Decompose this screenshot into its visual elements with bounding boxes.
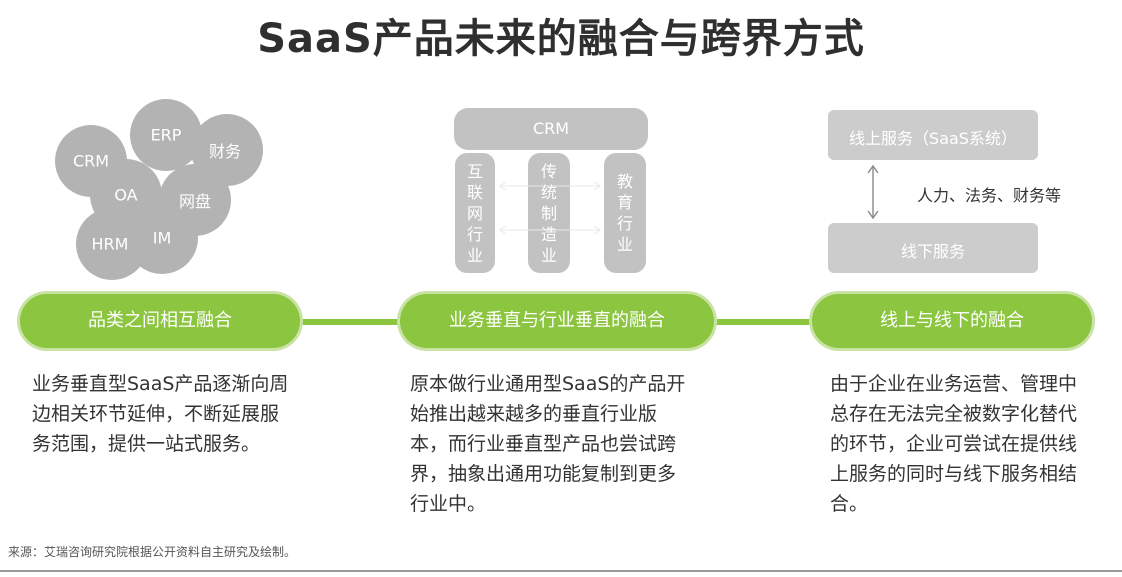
- pill-online-offline-fusion: 线上与线下的融合: [812, 294, 1092, 348]
- offline-service-box: [828, 223, 1038, 273]
- description-category-fusion: 业务垂直型SaaS产品逐渐向周边相关环节延伸，不断延展服务范围，提供一站式服务。: [32, 373, 289, 455]
- crm-top-box-label: CRM: [532, 119, 570, 138]
- description-vertical-fusion: 原本做行业通用型SaaS的产品开始推出越来越多的垂直行业版本，而行业垂直型产品也…: [410, 373, 686, 515]
- circle-label-hrm: HRM: [91, 234, 129, 254]
- pill-online-offline-fusion-label: 线上与线下的融合: [880, 310, 1024, 331]
- column-education: [604, 153, 646, 273]
- page-title: SaaS产品未来的融合与跨界方式: [257, 16, 865, 62]
- offline-service-label: 线下服务: [900, 242, 965, 261]
- pill-category-fusion-label: 品类之间相互融合: [88, 310, 232, 331]
- column-manufacturing: [528, 153, 570, 273]
- bidirectional-arrow: [867, 164, 879, 220]
- column-manufacturing-label: 传统制造业: [540, 162, 557, 265]
- online-service-label: 线上服务（SaaS系统）: [849, 129, 1017, 148]
- pill-vertical-fusion-label: 业务垂直与行业垂直的融合: [449, 310, 665, 331]
- crm-top-box: [454, 108, 648, 150]
- pill-category-fusion: 品类之间相互融合: [20, 294, 300, 348]
- footer-rule: [0, 570, 1122, 572]
- description-online-offline-fusion: 由于企业在业务运营、管理中总存在无法完全被数字化替代的环节，企业可尝试在提供线上…: [830, 373, 1078, 515]
- column-education-label: 教育行业: [616, 172, 633, 254]
- circle-erp: [130, 99, 202, 171]
- circle-label-crm: CRM: [72, 151, 110, 171]
- circle-label-finance: 财务: [208, 142, 242, 161]
- link-label: 人力、法务、财务等: [917, 186, 1062, 205]
- source-note: 来源：艾瑞咨询研究院根据公开资料自主研究及绘制。: [8, 545, 297, 559]
- circle-im: [126, 202, 198, 274]
- column-internet: [455, 153, 495, 273]
- circle-label-oa: OA: [114, 185, 138, 205]
- circle-label-netdisk: 网盘: [178, 192, 212, 211]
- column-internet-label: 互联网行业: [466, 162, 483, 265]
- online-service-box: [828, 110, 1038, 160]
- pill-vertical-fusion: 业务垂直与行业垂直的融合: [400, 294, 714, 348]
- circle-label-im: IM: [152, 228, 172, 248]
- circle-label-erp: ERP: [150, 125, 182, 145]
